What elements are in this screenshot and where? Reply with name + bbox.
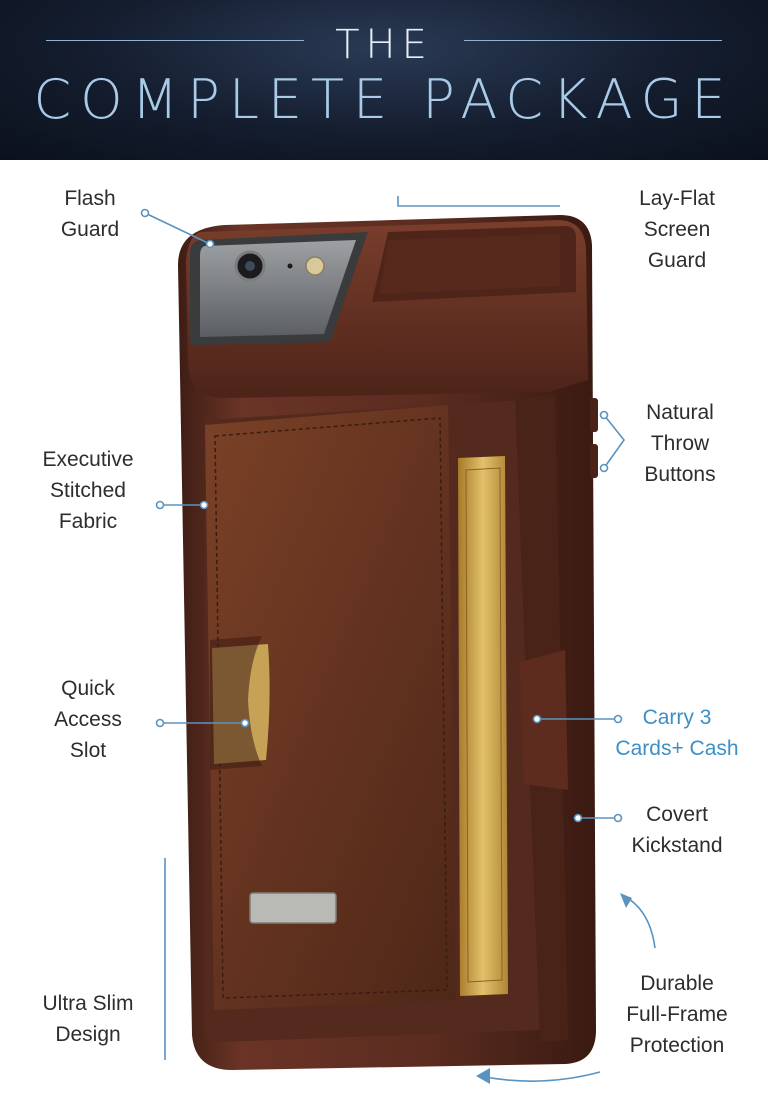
callout-dot-icon <box>532 714 542 724</box>
callout-line-flash-guard <box>144 212 211 245</box>
callout-dot-icon <box>140 208 150 218</box>
header-title-line2: COMPLETE PACKAGE <box>33 68 735 131</box>
arrow-icon <box>620 893 632 908</box>
label-line: Throw <box>650 432 710 455</box>
callout-line-screen-guard <box>397 196 560 207</box>
mic-dot <box>287 263 293 269</box>
label-line: Access <box>54 708 122 731</box>
label-line: Guard <box>60 218 120 241</box>
side-button-1 <box>590 398 598 432</box>
label-line: Executive <box>42 448 134 471</box>
callout-dot-icon <box>199 500 209 510</box>
label-carry-cards-cash: Carry 3 Cards+ Cash <box>600 702 754 764</box>
leather-wallet <box>205 405 456 1010</box>
header-rule-right <box>464 40 722 41</box>
label-line: Carry 3 <box>642 706 712 729</box>
callout-line-buttons <box>603 414 626 469</box>
label-line: Slot <box>69 739 107 762</box>
callout-dot-icon <box>155 718 165 728</box>
label-lay-flat-screen-guard: Lay-Flat Screen Guard <box>618 183 736 276</box>
label-covert-kickstand: Covert Kickstand <box>616 799 738 861</box>
callout-dot-icon <box>599 463 609 473</box>
label-executive-stitched-fabric: Executive Stitched Fabric <box>22 444 154 537</box>
callout-dot-icon <box>155 500 165 510</box>
label-line: Quick <box>61 677 115 700</box>
label-quick-access-slot: Quick Access Slot <box>36 673 140 766</box>
label-line: Full-Frame <box>626 1003 728 1026</box>
label-ultra-slim-design: Ultra Slim Design <box>28 988 148 1050</box>
label-durable-full-frame-protection: Durable Full-Frame Protection <box>614 968 740 1061</box>
label-line: Stitched <box>50 479 126 502</box>
label-line: Durable <box>640 972 714 995</box>
label-line: Ultra Slim <box>42 992 134 1015</box>
callout-arrow-frame <box>479 1071 601 1082</box>
camera-flash <box>305 256 325 276</box>
logo-plate <box>249 892 337 924</box>
side-button-2 <box>590 444 598 478</box>
header-title-line1: THE <box>335 22 433 68</box>
label-line: Kickstand <box>631 834 723 857</box>
label-line: Lay-Flat <box>639 187 715 210</box>
label-natural-throw-buttons: Natural Throw Buttons <box>626 397 734 490</box>
callout-dot-icon <box>613 714 623 724</box>
callout-dot-icon <box>573 813 583 823</box>
label-line: Covert <box>646 803 708 826</box>
kickstand <box>520 650 568 790</box>
callout-dot-icon <box>205 239 215 249</box>
label-line: Guard <box>647 249 707 272</box>
label-line: Design <box>55 1023 121 1046</box>
label-line: Natural <box>646 401 714 424</box>
callout-dot-icon <box>613 813 623 823</box>
label-line: Protection <box>629 1034 725 1057</box>
label-line: Buttons <box>644 463 716 486</box>
label-line: Cards+ Cash <box>615 737 739 760</box>
arrow-icon <box>476 1068 490 1084</box>
callout-dot-icon <box>599 410 609 420</box>
label-flash-guard: Flash Guard <box>40 183 140 245</box>
callout-dot-icon <box>240 718 250 728</box>
header-banner: THE COMPLETE PACKAGE <box>0 0 768 160</box>
label-line: Screen <box>643 218 711 241</box>
label-line: Flash <box>64 187 116 210</box>
callout-arrow-kickstand <box>623 895 656 949</box>
gold-card <box>458 456 508 996</box>
header-rule-left <box>46 40 304 41</box>
label-line: Fabric <box>58 510 118 533</box>
